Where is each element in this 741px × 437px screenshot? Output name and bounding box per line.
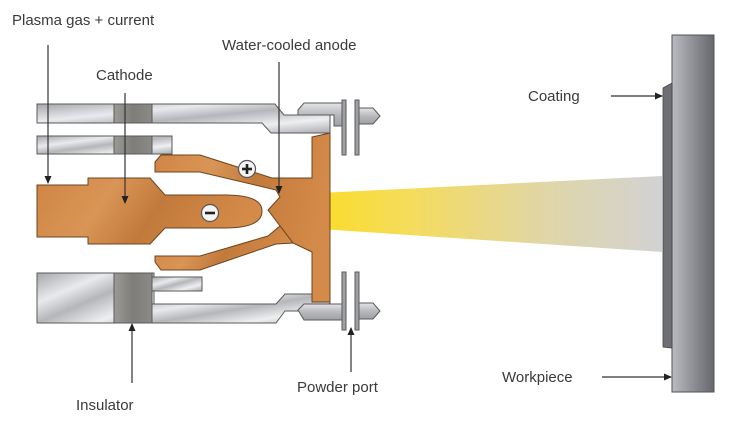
- coating-layer: [662, 82, 673, 349]
- workpiece: [671, 34, 715, 393]
- insulator-block: [113, 272, 153, 324]
- anode-plus-sign: [237, 159, 257, 179]
- label-anode: Water-cooled anode: [222, 37, 357, 54]
- cathode-minus-sign: [200, 203, 220, 223]
- upper-housing: [36, 102, 344, 155]
- lower-housing: [36, 272, 344, 324]
- label-cathode: Cathode: [96, 67, 153, 84]
- label-coating: Coating: [528, 88, 580, 105]
- label-plasma-gas: Plasma gas + current: [12, 12, 155, 29]
- label-powder-port: Powder port: [297, 379, 379, 396]
- label-workpiece: Workpiece: [502, 369, 573, 386]
- label-insulator: Insulator: [76, 397, 134, 414]
- plasma-plume: [268, 176, 662, 252]
- powder-port-upper: [341, 99, 381, 156]
- cathode: [36, 177, 263, 245]
- powder-port-lower: [341, 271, 381, 331]
- anode: [154, 132, 331, 303]
